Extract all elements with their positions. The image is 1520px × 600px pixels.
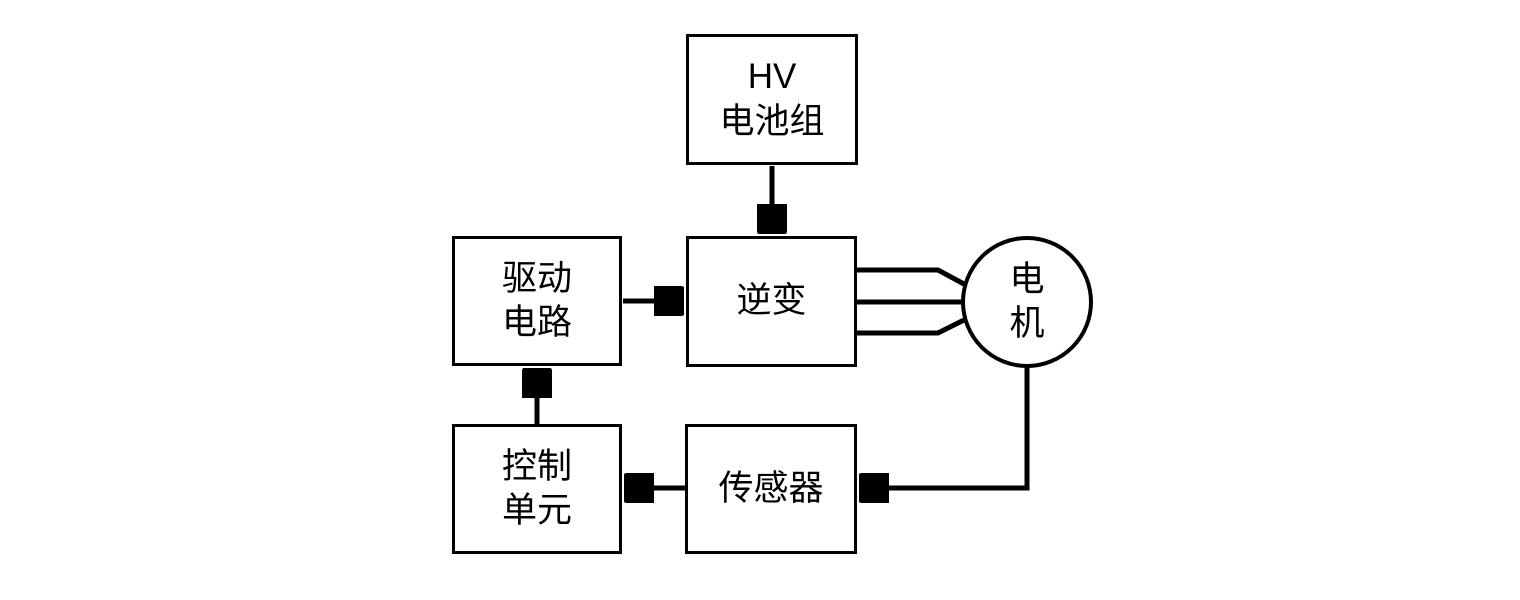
- node-motor: 电 机: [961, 236, 1093, 368]
- motor-label-line1: 电: [1009, 259, 1045, 299]
- motor-label-line2: 机: [1009, 304, 1045, 343]
- inverter-label: 逆变: [736, 281, 807, 321]
- node-sensor: 传感器: [685, 424, 857, 554]
- drive-circuit-label-line2: 电路: [501, 303, 572, 342]
- hv-battery-label-line1: HV: [747, 57, 797, 97]
- control-unit-label-line2: 单元: [501, 491, 572, 530]
- node-inverter: 逆变: [686, 236, 857, 367]
- edge-motor-to-sensor: [863, 367, 1030, 488]
- node-drive-circuit: 驱动 电路: [452, 236, 622, 366]
- drive-circuit-label-line1: 驱动: [501, 258, 572, 298]
- node-hv-battery: HV 电池组: [686, 34, 858, 165]
- control-unit-label-line1: 控制: [501, 446, 572, 486]
- node-control-unit: 控制 单元: [452, 424, 622, 554]
- hv-battery-label-line2: 电池组: [719, 101, 825, 141]
- edge-phase-top: [857, 267, 966, 287]
- sensor-label: 传感器: [718, 468, 824, 508]
- edge-phase-bottom: [857, 317, 966, 336]
